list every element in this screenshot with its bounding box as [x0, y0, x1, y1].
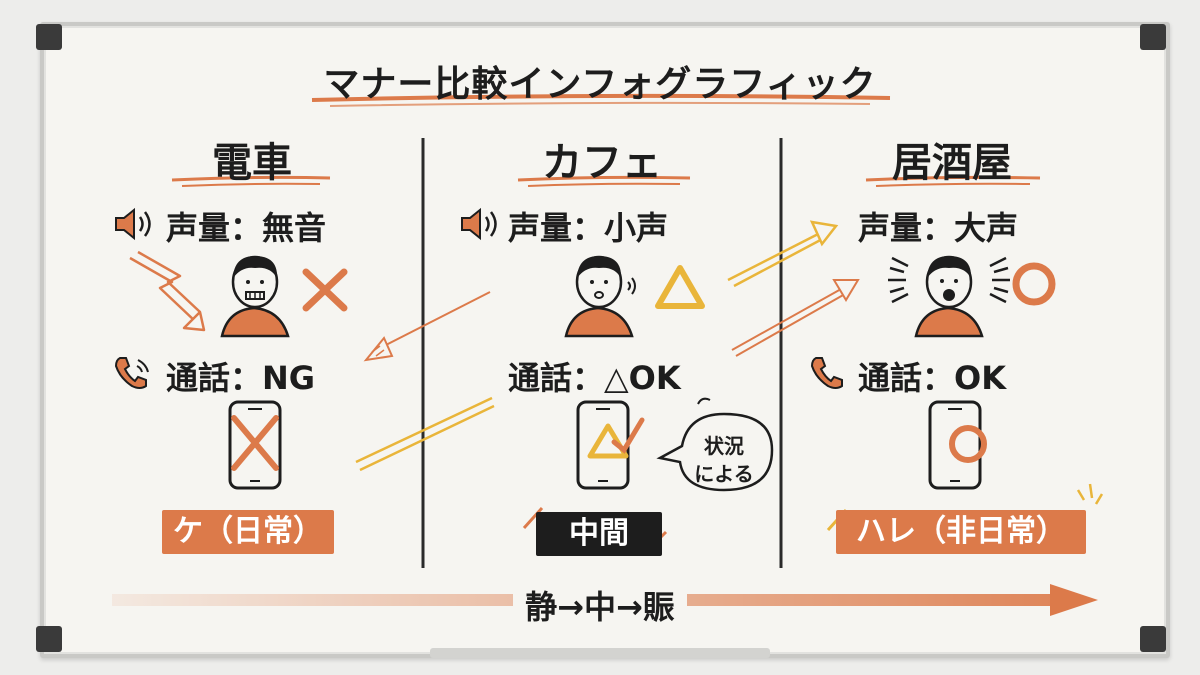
smartphone-icon [228, 400, 282, 490]
board-corner [1140, 24, 1166, 50]
scale-label-wrap: 静→中→賑 [0, 582, 1200, 628]
arrow-line [363, 291, 491, 362]
phone-cafe: 通話：△OK [508, 359, 681, 397]
board-corner [1140, 626, 1166, 652]
circle-mark [1012, 262, 1056, 306]
arrow-line [727, 220, 839, 288]
infographic-title: マナー比較インフォグラフィック [323, 64, 877, 105]
person-icon [220, 255, 290, 338]
board-corner [36, 24, 62, 50]
zigzag-arrow [129, 250, 206, 332]
column-heading-izakaya: 居酒屋 [892, 140, 1012, 186]
phone-izakaya: 通話：OK [858, 359, 1007, 397]
board-corner [36, 626, 62, 652]
column-heading-cafe: カフェ [542, 140, 662, 186]
speaker-icon [461, 207, 497, 241]
scale-arrowhead [1050, 584, 1098, 616]
volume-izakaya: 声量：大声 [858, 209, 1019, 247]
smartphone-icon [928, 400, 987, 490]
volume-train: 声量：無音 [166, 209, 327, 247]
speech-bubble [656, 412, 774, 492]
triangle-mark [655, 265, 705, 309]
speech-bubble-text: 状況 による [680, 432, 768, 488]
speech-bubble-line: による [694, 462, 754, 486]
arrow-line [731, 279, 860, 357]
column-heading-train: 電車 [212, 140, 292, 186]
marker-tray [430, 648, 770, 658]
phone-call-icon [114, 357, 149, 389]
title-underline [311, 93, 891, 102]
speaker-icon [115, 207, 151, 241]
phone-call-icon [810, 357, 843, 389]
scale-label: 静→中→賑 [513, 588, 687, 626]
speech-bubble-line: 状況 [704, 434, 744, 458]
volume-cafe: 声量：小声 [508, 209, 669, 247]
badge-middle: 中間 [536, 512, 662, 556]
badge-hare: ハレ（非日常） [836, 510, 1086, 554]
cross-mark [302, 268, 348, 312]
person-icon [888, 255, 1010, 338]
arrow-line [355, 396, 495, 472]
person-icon [564, 255, 636, 338]
badge-ke: ケ（日常） [162, 510, 334, 554]
phone-train: 通話：NG [166, 359, 316, 397]
smartphone-icon [576, 400, 645, 490]
